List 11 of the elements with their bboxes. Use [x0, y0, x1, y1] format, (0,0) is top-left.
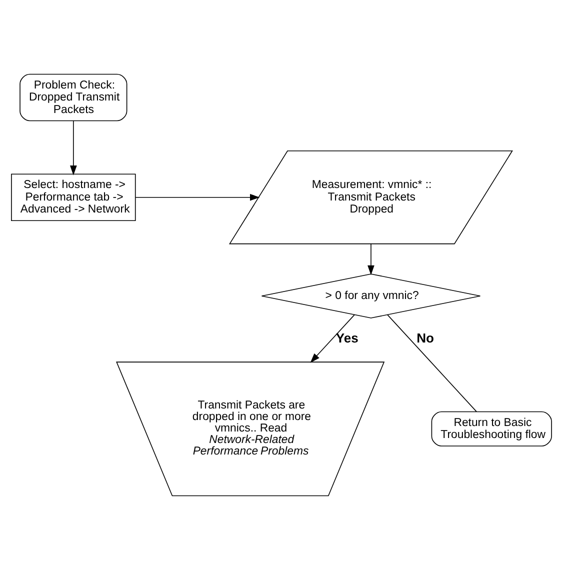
arrow	[135, 193, 260, 200]
node-diamond: > 0 for any vmnic?	[261, 273, 481, 318]
arrow	[310, 314, 355, 362]
node-box: Select: hostname -> Performance tab -> Advanced -> Network	[11, 173, 136, 220]
arrow	[70, 120, 77, 175]
node-box: Problem Check: Dropped Transmit Packets	[20, 73, 128, 121]
arrow	[368, 242, 374, 275]
edge-label: No	[416, 330, 434, 345]
edge-label: Yes	[336, 330, 358, 345]
connector	[387, 314, 477, 412]
node-box: Return to Basic Troubleshooting flow	[431, 410, 552, 446]
